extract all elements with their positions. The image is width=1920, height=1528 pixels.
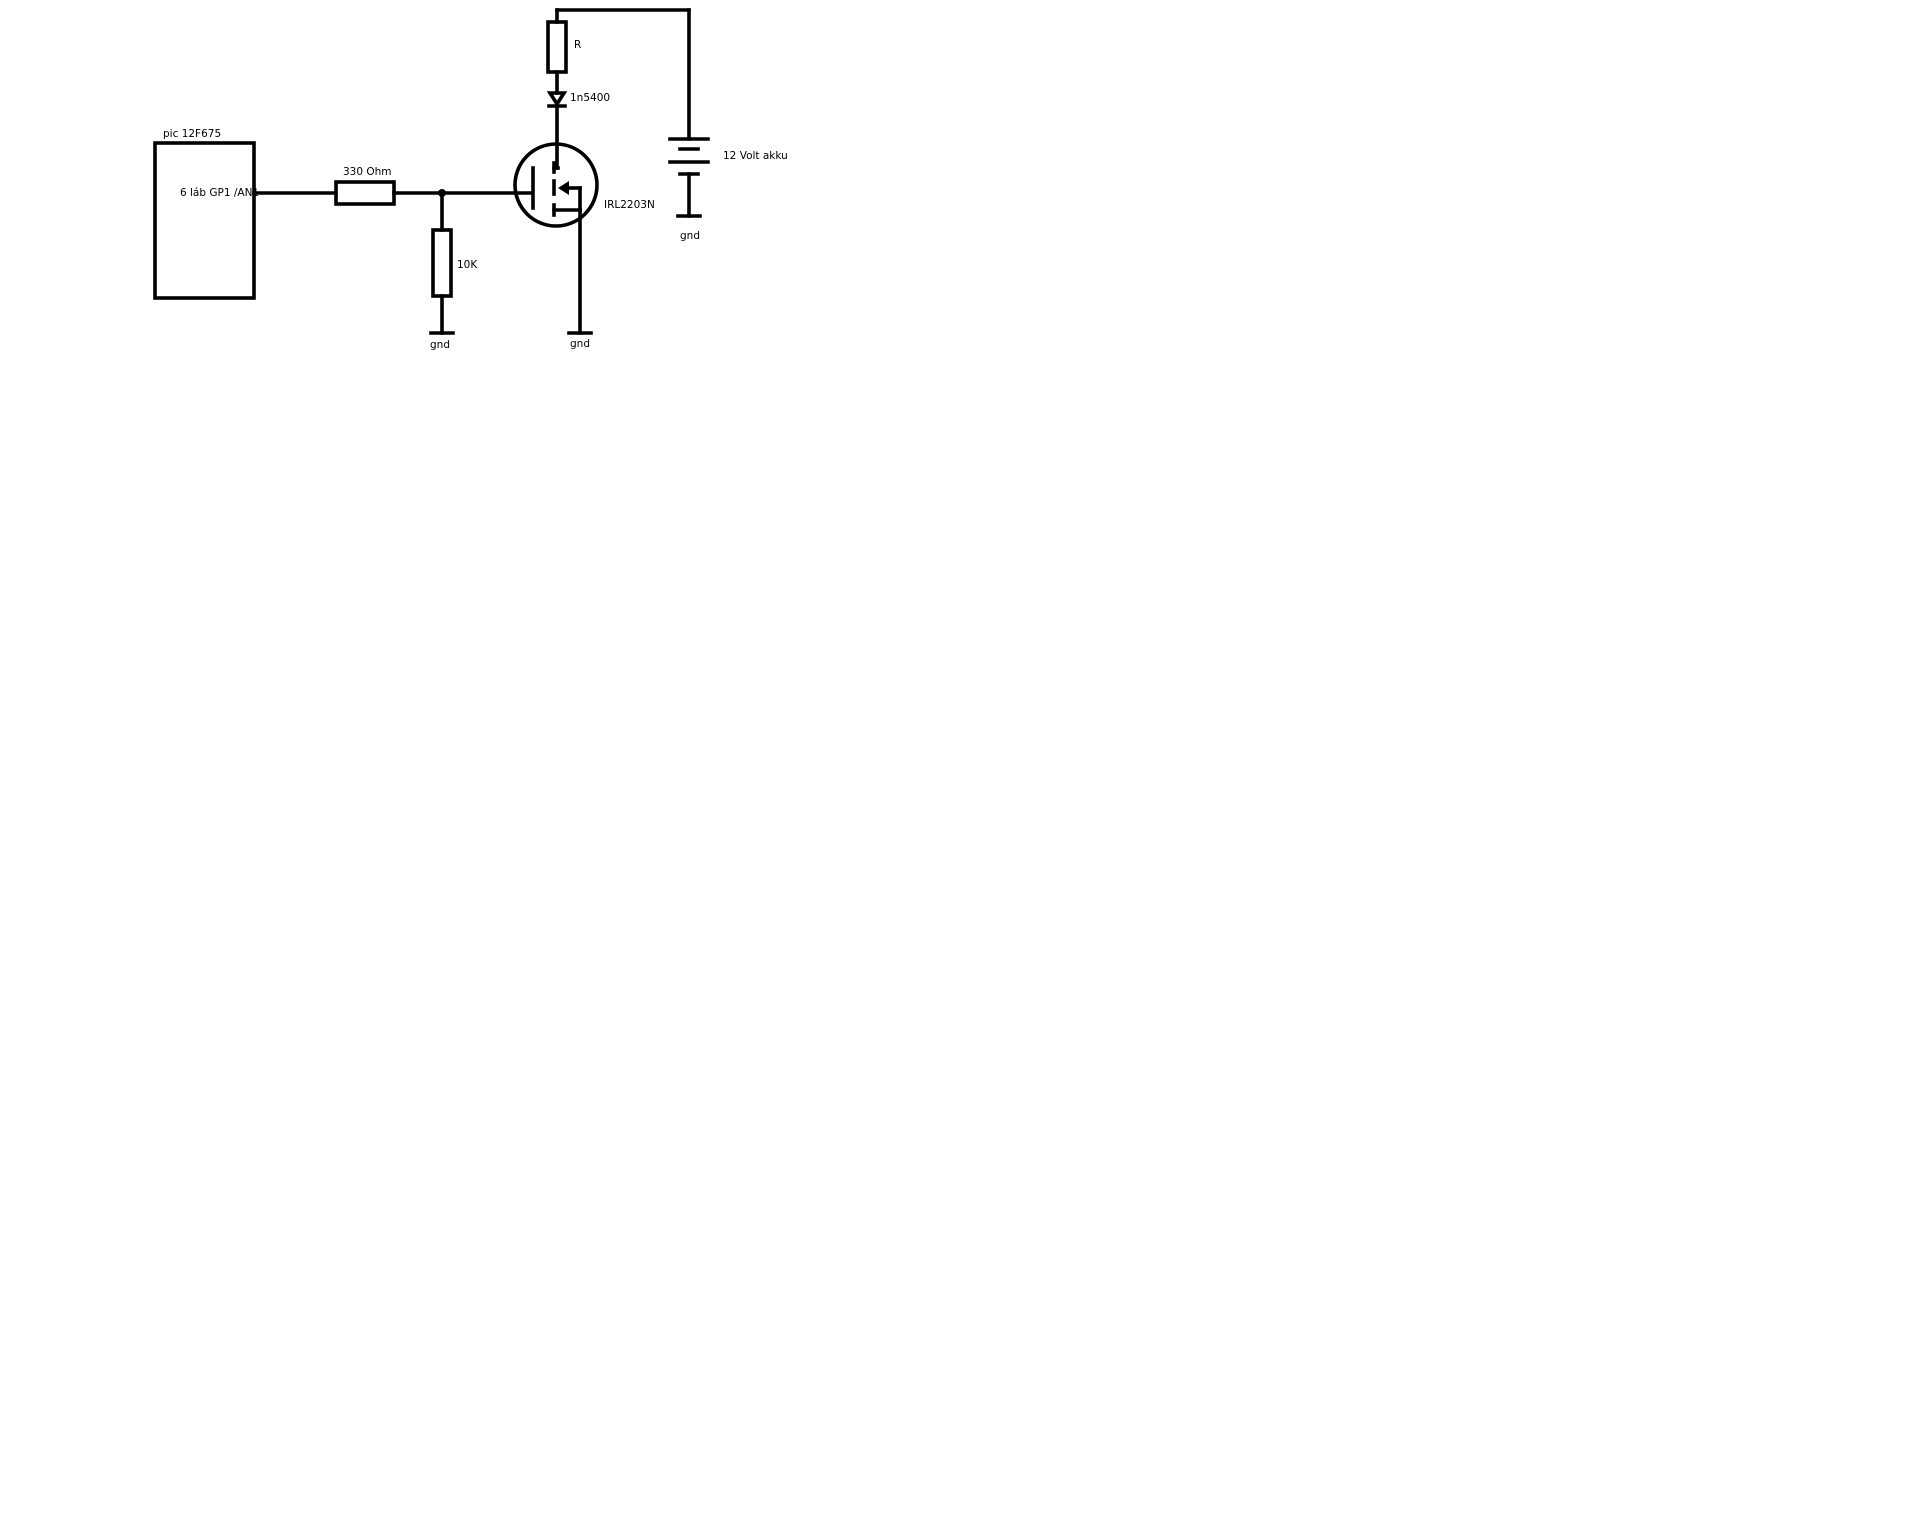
mosfet-label: IRL2203N bbox=[604, 199, 655, 211]
mosfet: IRL2203N bbox=[513, 142, 655, 228]
series-resistor: 330 Ohm bbox=[334, 166, 396, 206]
series-resistor-body bbox=[334, 180, 396, 206]
pulldown-resistor-body bbox=[431, 228, 453, 298]
mosfet-body-arrow bbox=[558, 181, 569, 195]
ground-symbol-pulldown: gnd bbox=[429, 331, 455, 351]
ground-label-battery: gnd bbox=[680, 230, 700, 242]
battery-label: 12 Volt akku bbox=[723, 150, 788, 162]
load-resistor: R bbox=[546, 20, 581, 74]
microcontroller-pin-label: 6 láb GP1 /AN1 bbox=[180, 187, 259, 199]
microcontroller: pic 12F675 6 láb GP1 /AN1 bbox=[153, 128, 259, 300]
pulldown-resistor: 10K bbox=[431, 191, 478, 335]
ground-symbol-mosfet: gnd bbox=[567, 331, 593, 350]
load-resistor-body bbox=[546, 20, 568, 74]
load-resistor-label: R bbox=[574, 39, 581, 51]
pulldown-resistor-label: 10K bbox=[457, 259, 478, 271]
ground-label-pulldown: gnd bbox=[430, 339, 450, 351]
microcontroller-label: pic 12F675 bbox=[163, 128, 221, 140]
ground-label-mosfet: gnd bbox=[570, 338, 590, 350]
series-resistor-label: 330 Ohm bbox=[343, 166, 392, 178]
diode-label: 1n5400 bbox=[570, 92, 610, 104]
ground-symbol-battery: gnd bbox=[676, 214, 702, 242]
battery: 12 Volt akku bbox=[668, 137, 788, 176]
microcontroller-box bbox=[153, 141, 256, 300]
diode: 1n5400 bbox=[546, 91, 610, 108]
